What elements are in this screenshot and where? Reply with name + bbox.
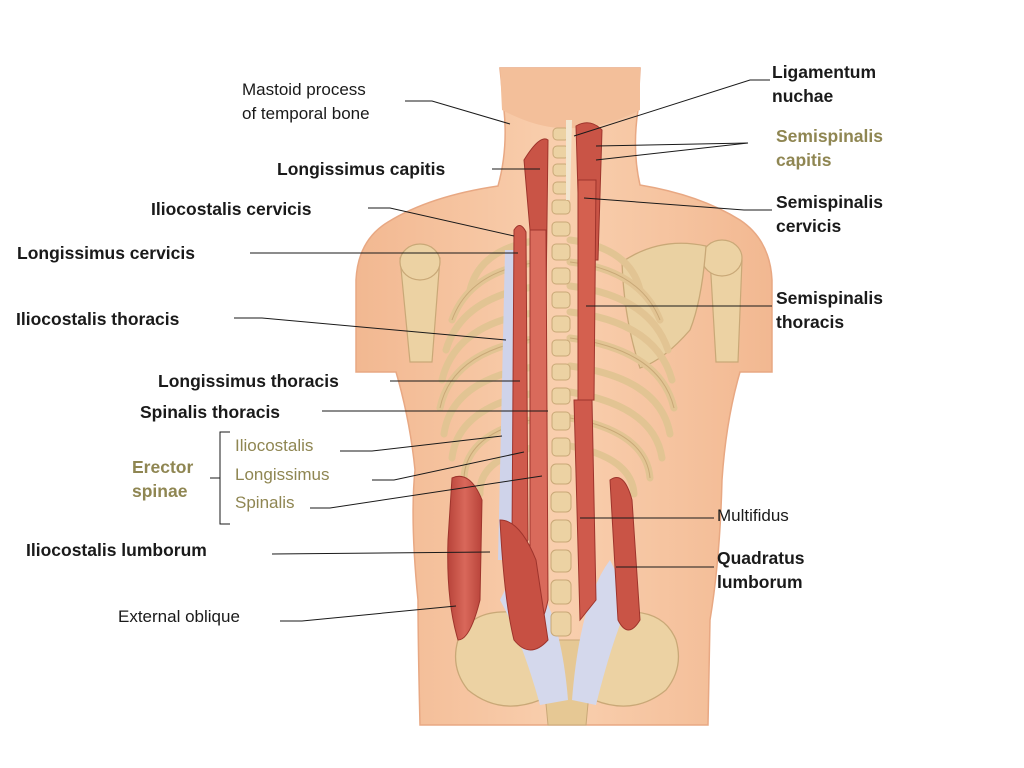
right-transversospinales (573, 122, 641, 631)
label-mastoid-process: Mastoid process of temporal bone (242, 78, 370, 126)
label-semispinalis-thoracis: Semispinalis thoracis (776, 286, 883, 334)
label-spinalis-thoracis: Spinalis thoracis (140, 402, 281, 422)
label-external-oblique: External oblique (118, 607, 240, 626)
external-oblique-muscle (447, 475, 483, 641)
label-longissimus-capitis: Longissimus capitis (277, 159, 446, 179)
label-erector-line2: spinae (132, 481, 188, 501)
erector-spinae-bracket (210, 431, 230, 525)
label-es-spinalis: Spinalis (235, 493, 295, 512)
label-iliocostalis-cervicis: Iliocostalis cervicis (151, 199, 312, 219)
label-es-iliocostalis: Iliocostalis (235, 436, 314, 455)
label-iliocostalis-thoracis: Iliocostalis thoracis (16, 309, 180, 329)
label-mastoid-line2: of temporal bone (242, 104, 370, 123)
label-semispinalis-capitis: Semispinalis capitis (776, 124, 883, 172)
label-longissimus-cervicis: Longissimus cervicis (17, 243, 195, 263)
label-mastoid-line1: Mastoid process (242, 80, 366, 99)
label-sst-line2: thoracis (776, 312, 845, 332)
label-erector-spinae: Erector spinae (132, 455, 193, 503)
label-ssc-line1: Semispinalis (776, 126, 883, 146)
label-ql-line1: Quadratus (717, 548, 805, 568)
label-quadratus-lumborum: Quadratus lumborum (717, 546, 805, 594)
label-erector-line1: Erector (132, 457, 194, 477)
label-iliocostalis-lumborum: Iliocostalis lumborum (26, 540, 207, 560)
leader-lines (234, 79, 772, 622)
label-semispinalis-cervicis: Semispinalis cervicis (776, 190, 883, 238)
head-base (500, 68, 640, 129)
label-ligamentum-line1: Ligamentum (772, 62, 877, 82)
label-longissimus-thoracis: Longissimus thoracis (158, 371, 339, 391)
label-sscv-line2: cervicis (776, 216, 842, 236)
label-sst-line1: Semispinalis (776, 288, 883, 308)
label-ql-line2: lumborum (717, 572, 803, 592)
label-sscv-line1: Semispinalis (776, 192, 883, 212)
label-multifidus: Multifidus (717, 506, 789, 525)
label-es-longissimus: Longissimus (235, 465, 330, 484)
label-ligamentum-line2: nuchae (772, 86, 834, 106)
label-ssc-line2: capitis (776, 150, 832, 170)
left-erector-spinae (499, 138, 549, 651)
vertebral-column (550, 127, 572, 637)
label-ligamentum-nuchae: Ligamentum nuchae (772, 60, 876, 108)
ligamentum-nuchae-strip (566, 120, 572, 200)
